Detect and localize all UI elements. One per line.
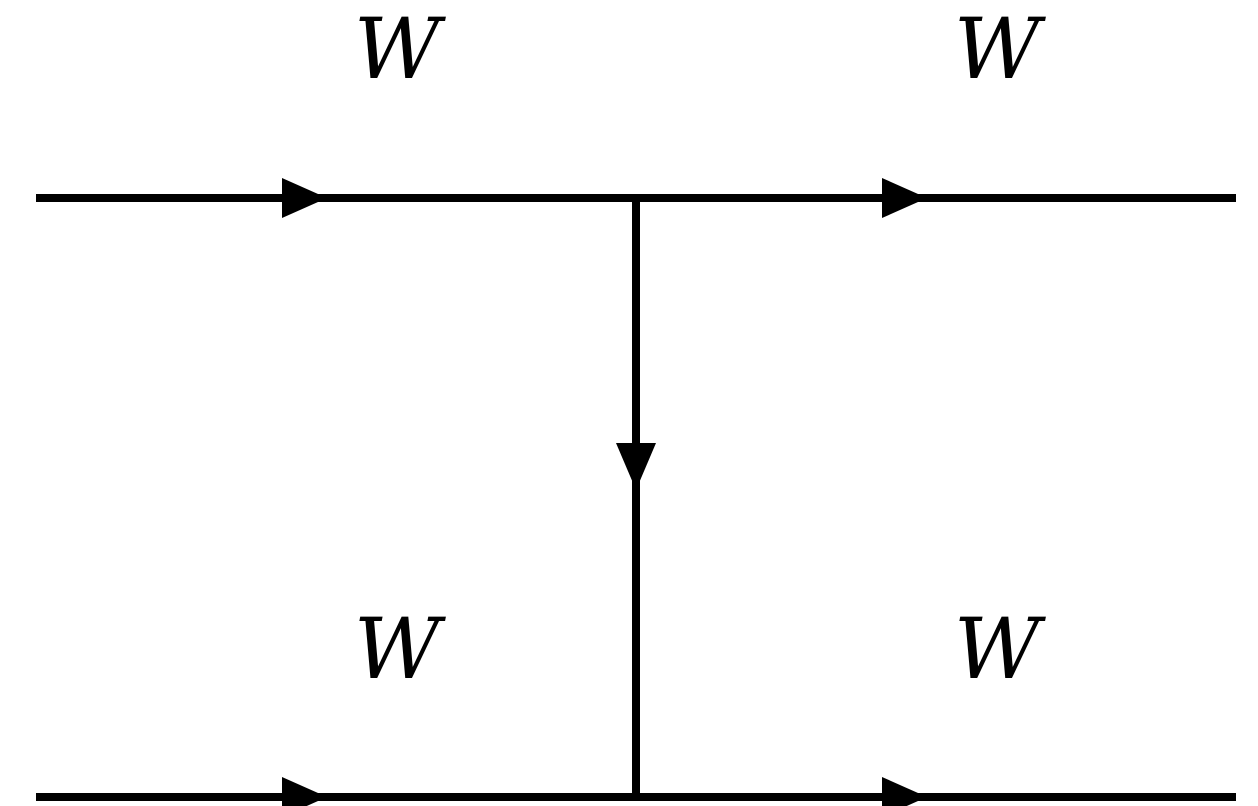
label-top-right: W bbox=[954, 0, 1047, 98]
label-top-left: W bbox=[354, 0, 447, 98]
bottom-left-arrow-icon bbox=[282, 777, 327, 806]
top-left-arrow-icon bbox=[282, 178, 327, 218]
label-bottom-left: W bbox=[354, 600, 447, 698]
top-right-arrow-icon bbox=[882, 178, 927, 218]
label-bottom-right: W bbox=[954, 600, 1047, 698]
vertical-down-arrow-icon bbox=[616, 443, 656, 490]
bottom-right-arrow-icon bbox=[882, 777, 927, 806]
